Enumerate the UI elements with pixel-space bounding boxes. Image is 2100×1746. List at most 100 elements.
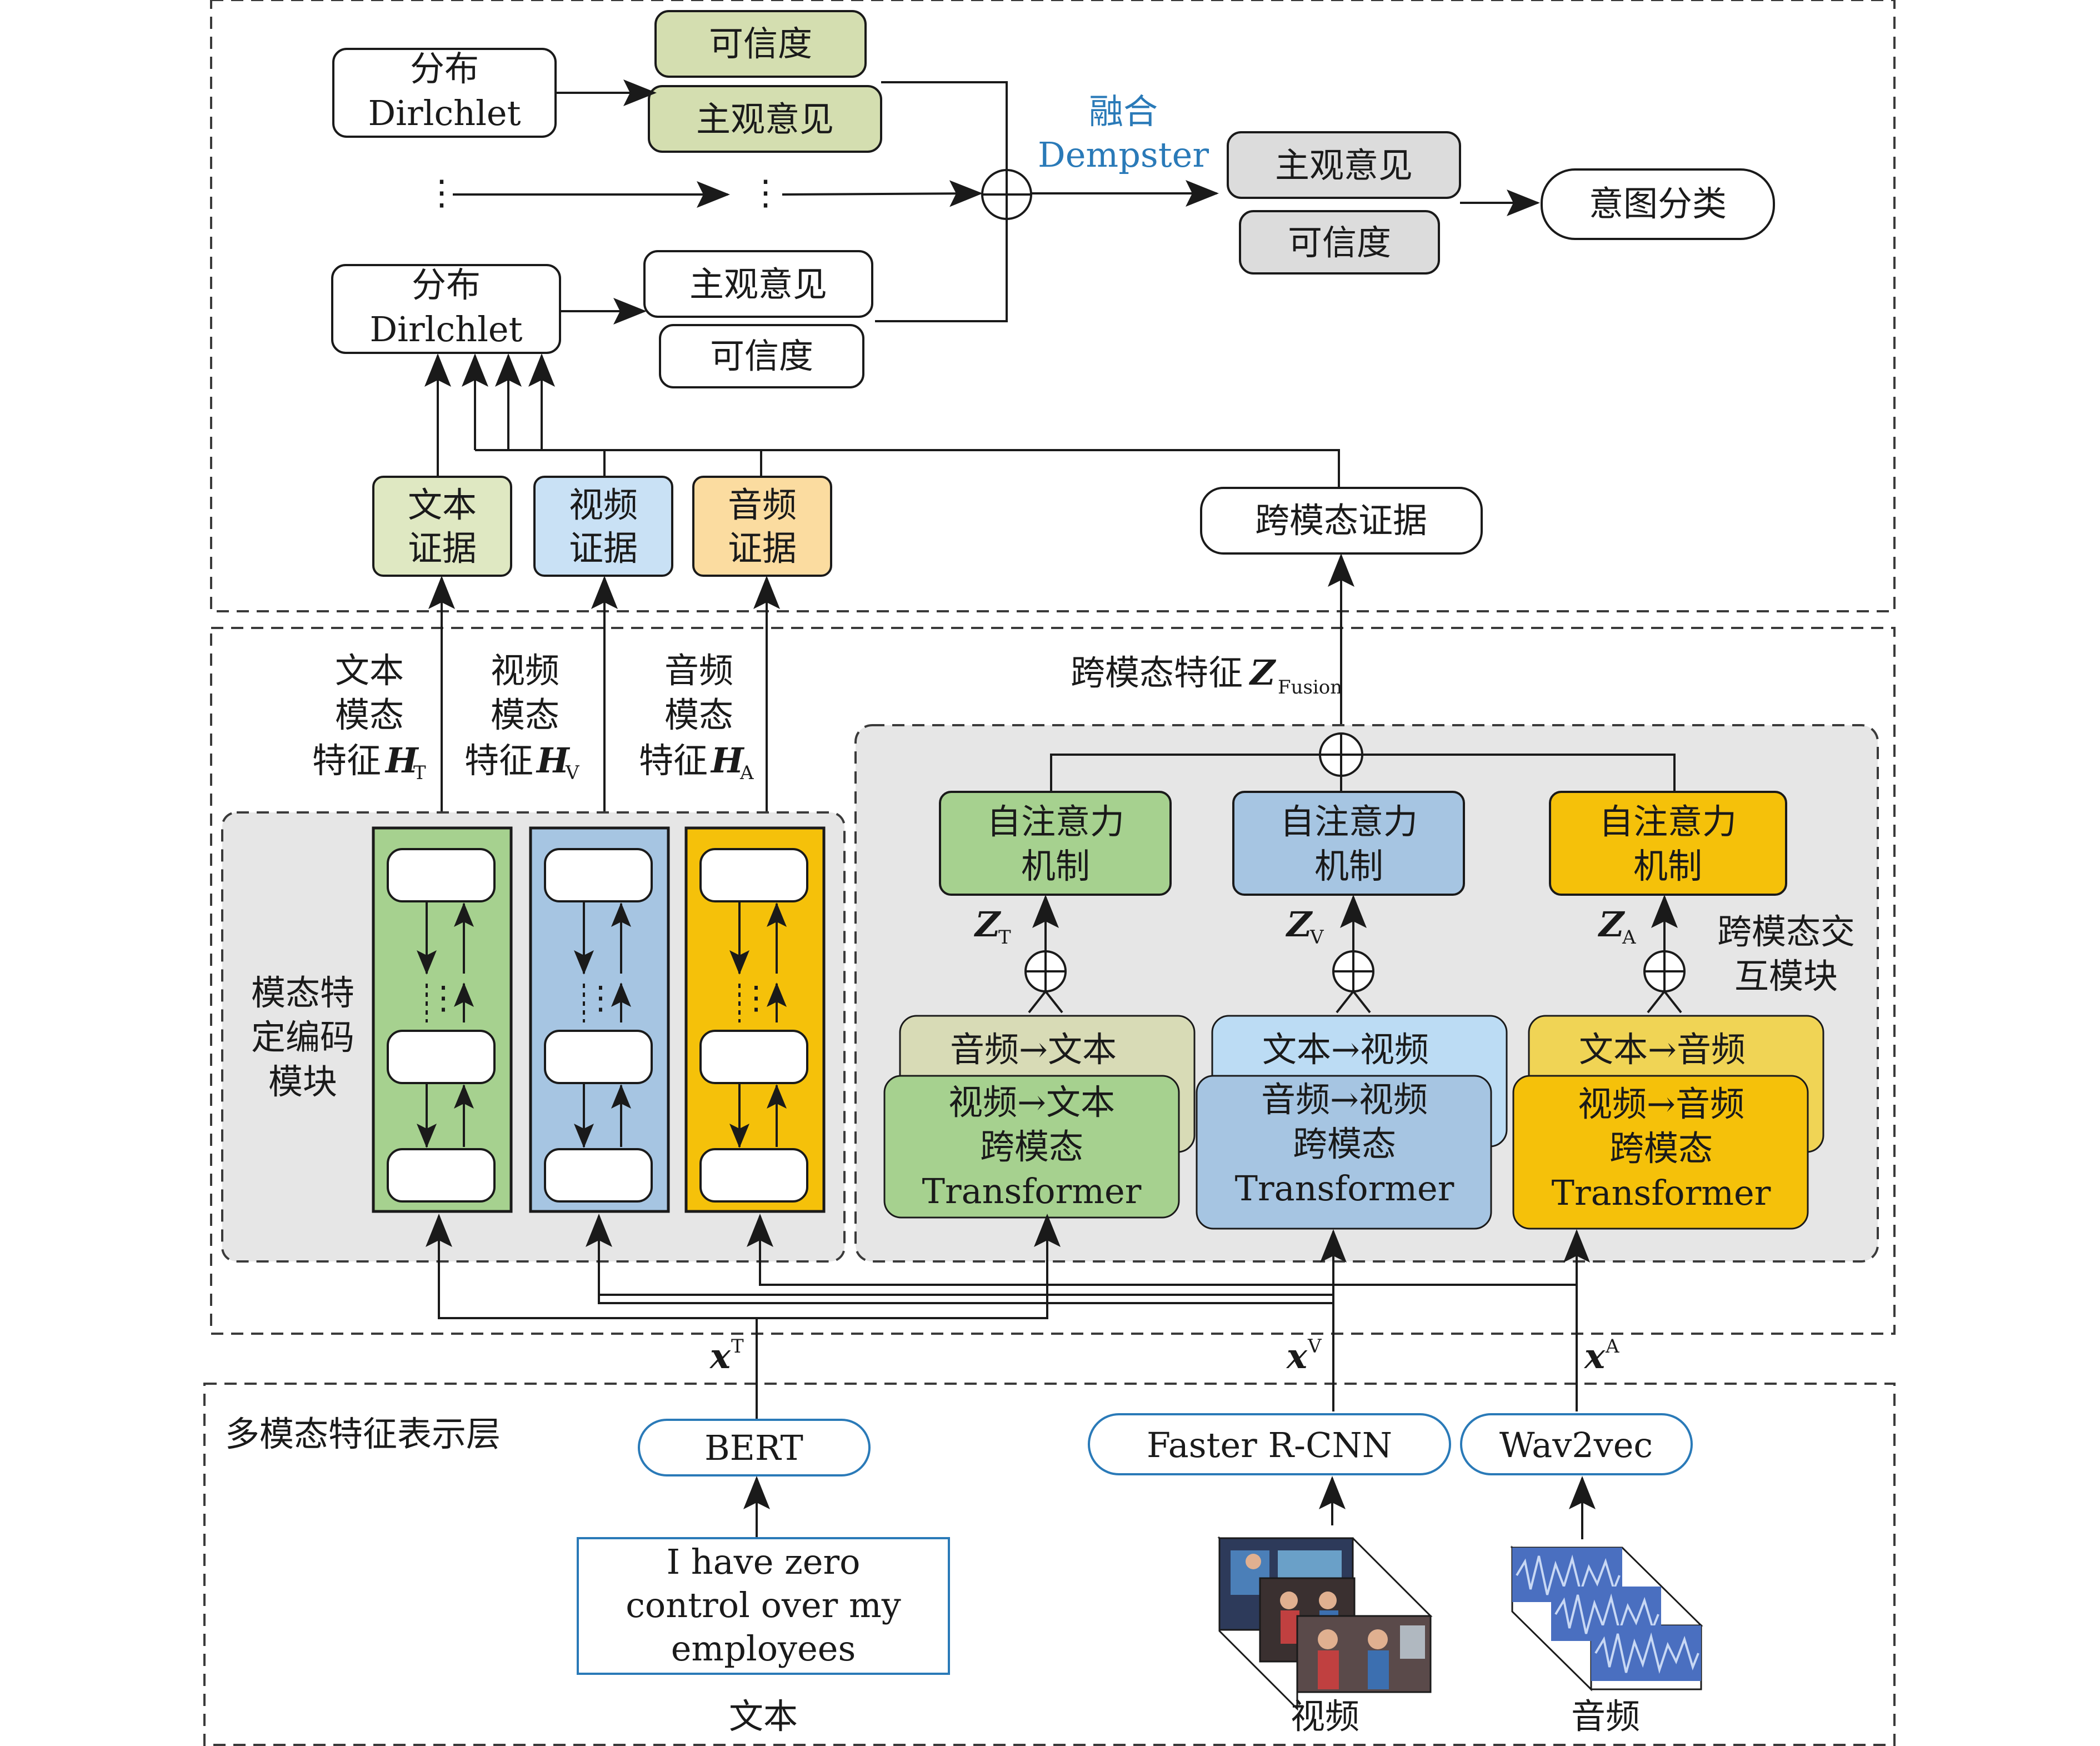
video-feature-line2: 模态 bbox=[491, 695, 559, 735]
text-feature-subscript: T bbox=[413, 762, 426, 784]
video-feature-line1: 视频 bbox=[491, 650, 559, 691]
dirichlet-bottom-line2: Dirlchlet bbox=[369, 309, 522, 350]
cross-modal-evidence-box: 跨模态证据 bbox=[1200, 487, 1483, 555]
side-label-line1: 跨模态交 bbox=[1717, 911, 1855, 952]
dirichlet-top-line1: 分布 bbox=[410, 48, 479, 89]
z-text-subscript: T bbox=[998, 926, 1011, 949]
video-cross-transformer: 文本→视频 音频→视频 跨模态 Transformer bbox=[1196, 1015, 1508, 1230]
bert-box: BERT bbox=[638, 1419, 871, 1476]
fusion-feature-subscript: Fusion bbox=[1278, 676, 1342, 699]
fusion-feature-text: 跨模态特征 bbox=[1071, 652, 1243, 693]
cross-fusion-sum-icon bbox=[1319, 732, 1363, 777]
top-bracket-line bbox=[881, 81, 1008, 172]
audio-feature-line2: 模态 bbox=[664, 695, 733, 735]
audio-evidence-line1: 音频 bbox=[728, 485, 797, 525]
dirichlet-bottom-line1: 分布 bbox=[412, 265, 481, 305]
video-front-label: 音频→视频 bbox=[1261, 1079, 1428, 1120]
text-evidence-box: 文本 证据 bbox=[372, 476, 512, 577]
x-video-symbol: x bbox=[1286, 1336, 1308, 1376]
video-feature-subscript: V bbox=[565, 762, 580, 784]
audio-attention-line1: 自注意力 bbox=[1599, 801, 1737, 842]
encoding-layer-frame bbox=[210, 627, 1896, 1335]
audio-cm-line2: 跨模态 bbox=[1609, 1128, 1713, 1169]
video-evidence-line2: 证据 bbox=[569, 528, 638, 568]
video-back-label: 文本→视频 bbox=[1262, 1029, 1429, 1070]
bert-label: BERT bbox=[704, 1428, 803, 1468]
audio-waveform-icon bbox=[1510, 1545, 1703, 1692]
text-sum-icon bbox=[1024, 950, 1067, 1014]
x-audio-symbol: x bbox=[1583, 1336, 1606, 1376]
z-video-label: Z V bbox=[1285, 904, 1324, 949]
video-feature-label: 视频 模态 特征 H V bbox=[464, 650, 580, 784]
encoder-module-label: 模态特 定编码 模块 bbox=[251, 972, 354, 1102]
fusion-feature-label: 跨模态特征 Z Fusion bbox=[1071, 652, 1342, 699]
opinion-bottom-label: 主观意见 bbox=[689, 264, 827, 305]
text-attention-line1: 自注意力 bbox=[987, 801, 1124, 842]
sentence-line1: I have zero bbox=[667, 1542, 861, 1582]
encoder-label-line1: 模态特 bbox=[251, 972, 354, 1013]
text-evidence-line2: 证据 bbox=[408, 528, 477, 568]
fusion-layer-frame bbox=[210, 0, 1896, 612]
fusion-feature-symbol: Z bbox=[1248, 652, 1277, 693]
text-feature-symbol: H bbox=[384, 740, 419, 781]
bottom-bracket-line bbox=[875, 217, 1008, 322]
text-back-label: 音频→文本 bbox=[950, 1029, 1117, 1070]
audio-feature-line1: 音频 bbox=[664, 650, 733, 691]
video-cm-line2: 跨模态 bbox=[1293, 1124, 1396, 1164]
intent-classification-box: 意图分类 bbox=[1541, 168, 1775, 240]
video-self-attention-box: 自注意力 机制 bbox=[1232, 791, 1465, 896]
text-feature-line3: 特征 bbox=[312, 740, 381, 781]
output-belief-label: 可信度 bbox=[1288, 222, 1391, 263]
encoder-label-line3: 模块 bbox=[268, 1061, 337, 1102]
video-evidence-line1: 视频 bbox=[569, 485, 638, 525]
faster-rcnn-label: Faster R-CNN bbox=[1147, 1425, 1392, 1465]
belief-bottom-label: 可信度 bbox=[710, 336, 813, 376]
audio-feature-line3: 特征 bbox=[639, 740, 708, 781]
xt-to-text-encoder bbox=[426, 1214, 758, 1464]
audio-evidence-line2: 证据 bbox=[728, 528, 797, 568]
audio-encoder-dots: ⋮ bbox=[740, 979, 772, 1016]
x-text-symbol: x bbox=[709, 1336, 731, 1376]
belief-bottom-box: 可信度 bbox=[659, 324, 864, 388]
video-caption: 视频 bbox=[1291, 1696, 1359, 1737]
dirichlet-bottom-box: 分布 Dirlchlet bbox=[331, 264, 561, 354]
audio-feature-symbol: H bbox=[710, 740, 745, 781]
ellipsis-left: ⋮ bbox=[424, 172, 459, 213]
cross-module-side-label: 跨模态交 互模块 bbox=[1717, 911, 1855, 996]
dirichlet-top-box: 分布 Dirlchlet bbox=[332, 48, 557, 138]
z-text-symbol: Z bbox=[973, 904, 1002, 945]
audio-attention-line2: 机制 bbox=[1633, 846, 1702, 886]
xt-to-text-transformer bbox=[757, 1214, 1061, 1319]
text-cm-line3: Transformer bbox=[922, 1171, 1142, 1211]
text-cross-transformer: 音频→文本 视频→文本 跨模态 Transformer bbox=[883, 1015, 1196, 1219]
representation-layer-frame bbox=[203, 1383, 1896, 1746]
sentence-box: I have zero control over my employees bbox=[577, 1537, 950, 1675]
text-feature-label: 文本 模态 特征 H T bbox=[312, 650, 426, 784]
audio-self-attention-box: 自注意力 机制 bbox=[1549, 791, 1787, 896]
audio-cm-line3: Transformer bbox=[1552, 1173, 1771, 1213]
belief-top-box: 可信度 bbox=[654, 10, 867, 78]
opinion-top-label: 主观意见 bbox=[696, 99, 834, 139]
z-video-symbol: Z bbox=[1285, 904, 1313, 945]
video-evidence-box: 视频 证据 bbox=[533, 476, 673, 577]
text-cm-line2: 跨模态 bbox=[980, 1126, 1083, 1167]
video-cm-line3: Transformer bbox=[1235, 1168, 1454, 1209]
audio-feature-label: 音频 模态 特征 H A bbox=[639, 650, 754, 784]
dempster-fusion-node bbox=[981, 169, 1032, 220]
output-opinion-box: 主观意见 bbox=[1227, 131, 1461, 199]
z-video-subscript: V bbox=[1309, 926, 1324, 949]
wav2vec-label: Wav2vec bbox=[1499, 1425, 1653, 1465]
output-belief-box: 可信度 bbox=[1239, 210, 1440, 275]
dirichlet-top-line2: Dirlchlet bbox=[368, 93, 521, 133]
z-text-label: Z T bbox=[973, 904, 1011, 949]
video-frames-icon bbox=[1217, 1536, 1433, 1711]
x-text-label: x T bbox=[709, 1335, 744, 1376]
audio-encoder-column: ⋮ bbox=[684, 826, 826, 1213]
sentence-line2: control over my bbox=[626, 1585, 901, 1625]
encoder-label-line2: 定编码 bbox=[251, 1017, 354, 1057]
audio-front-label: 视频→音频 bbox=[1578, 1084, 1744, 1124]
video-feature-symbol: H bbox=[536, 740, 571, 781]
text-attention-line2: 机制 bbox=[1021, 846, 1090, 886]
audio-cross-transformer: 文本→音频 视频→音频 跨模态 Transformer bbox=[1512, 1015, 1824, 1230]
